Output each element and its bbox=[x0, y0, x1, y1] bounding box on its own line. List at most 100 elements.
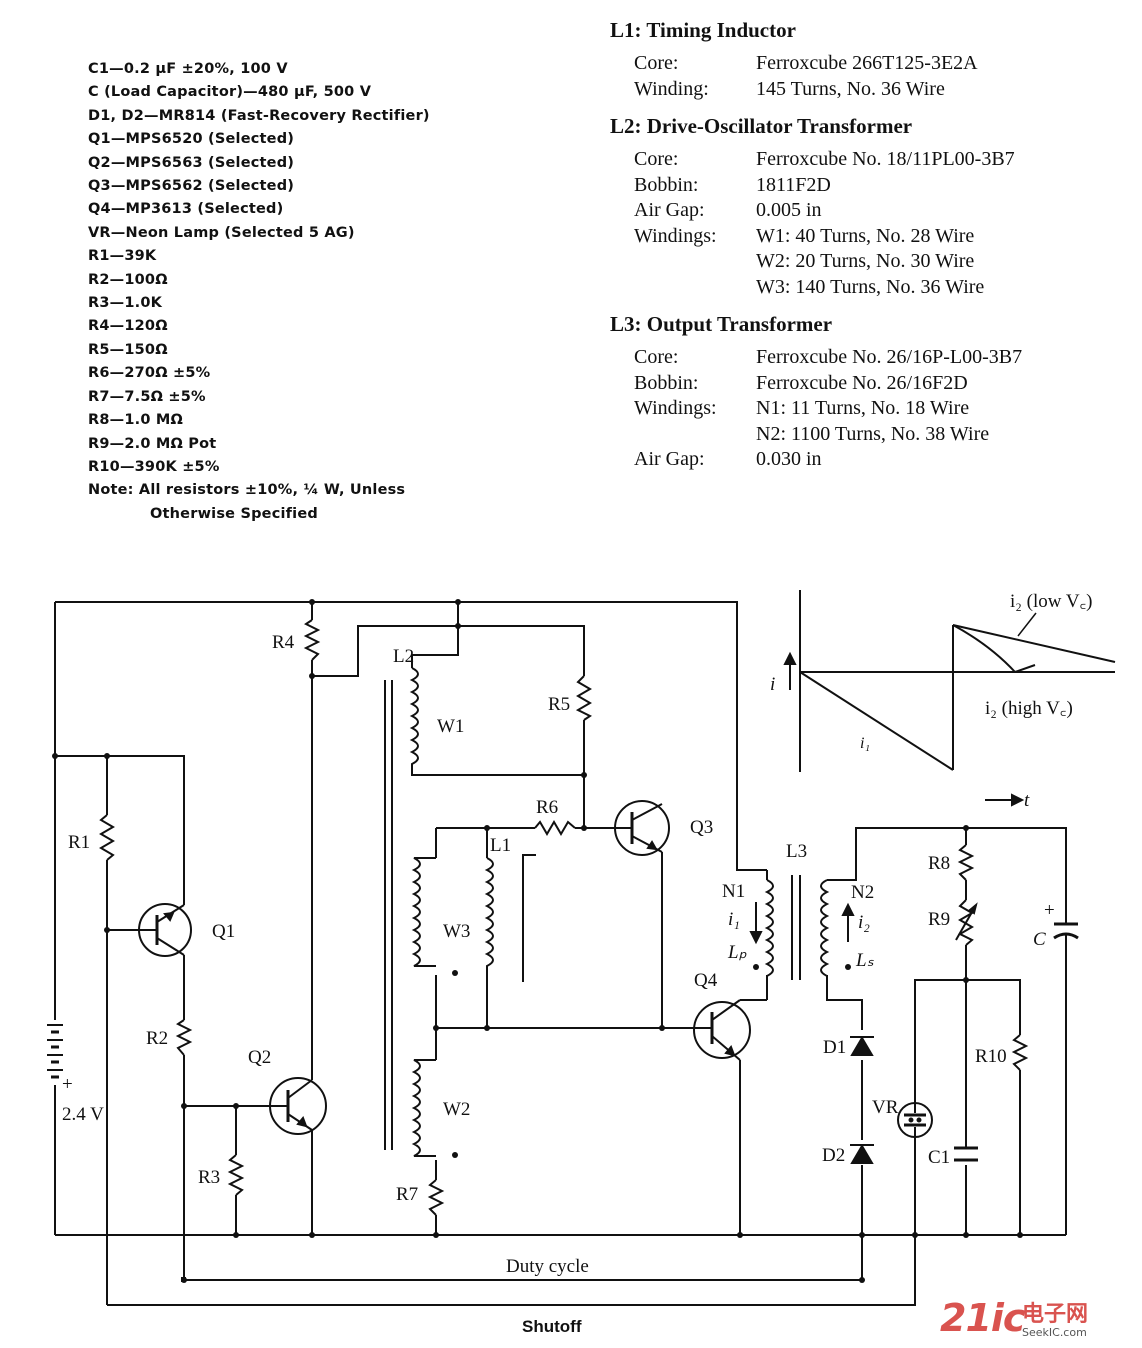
schematic-labels: R4 R1 R2 R3 R5 R6 R7 R8 R9 R10 Q1 Q2 Q3 … bbox=[62, 591, 1093, 1336]
r4-label: R4 bbox=[272, 632, 295, 653]
parts-list-item: D1, D2—MR814 (Fast-Recovery Rectifier) bbox=[88, 107, 430, 124]
wires bbox=[54, 601, 1067, 1306]
inductor-spec-row: W2: 20 Turns, No. 30 Wire bbox=[610, 249, 1022, 275]
spec-key: Air Gap: bbox=[634, 448, 705, 470]
n2-label: N2 bbox=[851, 882, 874, 903]
d2-symbol bbox=[850, 1144, 874, 1164]
q2-label: Q2 bbox=[248, 1047, 271, 1068]
parts-list-item: C1—0.2 μF ±20%, 100 V bbox=[88, 61, 288, 77]
parts-list-item: Q1—MPS6520 (Selected) bbox=[88, 131, 295, 148]
d2-label: D2 bbox=[822, 1145, 845, 1166]
resistors bbox=[99, 619, 1029, 1216]
w2-coil bbox=[411, 1059, 436, 1157]
inductor-spec-row: Core:Ferroxcube 266T125-3E2A bbox=[610, 51, 1022, 77]
n2-coil bbox=[820, 879, 830, 977]
spec-key: Winding: bbox=[634, 77, 709, 100]
q1-label: Q1 bbox=[212, 921, 235, 942]
i2-label: i₂ bbox=[858, 912, 870, 933]
r10-symbol bbox=[1011, 1034, 1029, 1071]
waveform-plot bbox=[783, 590, 1116, 807]
c-load-symbol bbox=[1053, 905, 1079, 950]
inductor-spec-row: N2: 1100 Turns, No. 38 Wire bbox=[610, 422, 1022, 448]
d1-symbol bbox=[850, 1036, 874, 1056]
parts-list-item: R6—270Ω ±5% bbox=[88, 365, 211, 382]
l1-inductor bbox=[484, 854, 536, 982]
inductor-spec-row: Air Gap:0.005 in bbox=[610, 198, 1022, 224]
inductor-spec-row: Air Gap: 0.030 in bbox=[610, 447, 1022, 473]
r10-label: R10 bbox=[975, 1046, 1007, 1067]
r1-symbol bbox=[99, 814, 115, 861]
spec-key: Windings: bbox=[634, 224, 717, 247]
r2-label: R2 bbox=[146, 1028, 168, 1049]
watermark-url-text: SeekIC.com bbox=[1022, 1326, 1087, 1339]
d1-label: D1 bbox=[823, 1037, 846, 1058]
inductor-spec-row: Core: Ferroxcube No. 26/16P-L00-3B7 bbox=[610, 345, 1022, 371]
spec-value: 1811F2D bbox=[756, 173, 831, 196]
r3-label: R3 bbox=[198, 1167, 220, 1188]
parts-list-item: R9—2.0 MΩ Pot bbox=[88, 435, 217, 452]
waveform-i2-low-label: i₂ (low V꜀) bbox=[1010, 591, 1093, 612]
spec-value: Ferroxcube No. 18/11PL00-3B7 bbox=[756, 148, 1015, 170]
l1-label: L1 bbox=[490, 835, 511, 856]
spec-value: W2: 20 Turns, No. 30 Wire bbox=[756, 250, 975, 272]
parts-list-item: R4—120Ω bbox=[88, 318, 168, 335]
w3-coil bbox=[411, 857, 436, 967]
r9-label: R9 bbox=[928, 909, 950, 930]
r3-symbol bbox=[227, 1154, 245, 1196]
spec-value: N2: 1100 Turns, No. 38 Wire bbox=[756, 422, 990, 445]
parts-list-item: R3—1.0K bbox=[88, 295, 163, 312]
q1-symbol bbox=[138, 903, 192, 957]
parts-list-item: R2—100Ω bbox=[88, 271, 168, 288]
q3-symbol bbox=[614, 800, 670, 856]
spec-value: 145 Turns, No. 36 Wire bbox=[756, 77, 945, 100]
inductor-title: L1: Timing Inductor bbox=[610, 18, 796, 42]
w3-label: W3 bbox=[443, 921, 470, 942]
inductor-spec-row: W3: 140 Turns, No. 36 Wire bbox=[610, 275, 1022, 301]
parts-list-item: C (Load Capacitor)—480 μF, 500 V bbox=[88, 84, 372, 101]
battery-plus-label: + bbox=[62, 1074, 73, 1095]
parts-list-item: R10—390K ±5% bbox=[88, 458, 220, 475]
inductor-spec-row: Core:Ferroxcube No. 18/11PL00-3B7 bbox=[610, 147, 1022, 173]
waveform-i2-high-label: i₂ (high V꜀) bbox=[985, 698, 1073, 719]
spec-value: 0.030 in bbox=[756, 448, 822, 470]
q3-label: Q3 bbox=[690, 817, 713, 838]
spec-value: 0.005 in bbox=[756, 199, 822, 221]
r8-symbol bbox=[957, 844, 975, 881]
r6-label: R6 bbox=[536, 797, 558, 818]
battery-voltage-label: 2.4 V bbox=[62, 1104, 104, 1125]
parts-note-continuation: Otherwise Specified bbox=[150, 505, 318, 522]
waveform-t-label: t bbox=[1024, 790, 1030, 811]
parts-list-item: R1—39K bbox=[88, 248, 157, 265]
parts-list-item: R7—7.5Ω ±5% bbox=[88, 388, 206, 405]
q2-symbol bbox=[269, 1077, 327, 1135]
watermark-cn-text: 电子网 bbox=[1022, 1302, 1089, 1327]
l3-transformer bbox=[749, 875, 855, 980]
spec-value: W3: 140 Turns, No. 36 Wire bbox=[756, 275, 985, 298]
n1-coil bbox=[764, 879, 774, 977]
spec-value: Ferroxcube No. 26/16P-L00-3B7 bbox=[756, 346, 1023, 368]
parts-list-item: Q2—MPS6563 (Selected) bbox=[88, 154, 295, 171]
shutoff-label: Shutoff bbox=[522, 1317, 582, 1336]
inductor-spec-row: Winding: 145 Turns, No. 36 Wire bbox=[610, 77, 1022, 103]
c1-symbol bbox=[954, 1145, 978, 1162]
inductor-spec-row: Bobbin:Ferroxcube No. 26/16F2D bbox=[610, 371, 1022, 397]
junction-dots bbox=[52, 599, 1023, 1283]
inductor-spec-row: Windings:W1: 40 Turns, No. 28 Wire bbox=[610, 224, 1022, 250]
r1-label: R1 bbox=[68, 832, 90, 853]
r7-symbol bbox=[427, 1179, 445, 1216]
i1-label: i₁ bbox=[728, 909, 740, 930]
n1-label: N1 bbox=[722, 881, 745, 902]
spec-key: Bobbin: bbox=[634, 371, 699, 394]
parts-list-item: Note: All resistors ±10%, ¼ W, Unless bbox=[88, 482, 406, 499]
inductor-title: L3: Output Transformer bbox=[610, 312, 833, 336]
r7-label: R7 bbox=[396, 1184, 418, 1205]
q4-symbol bbox=[693, 999, 751, 1061]
battery-symbol bbox=[47, 1020, 63, 1085]
q4-label: Q4 bbox=[694, 970, 718, 991]
l2-transformer bbox=[384, 667, 436, 1157]
r6-symbol bbox=[534, 820, 576, 836]
lp-label: Lₚ bbox=[727, 942, 748, 963]
spec-key: Core: bbox=[634, 346, 679, 368]
